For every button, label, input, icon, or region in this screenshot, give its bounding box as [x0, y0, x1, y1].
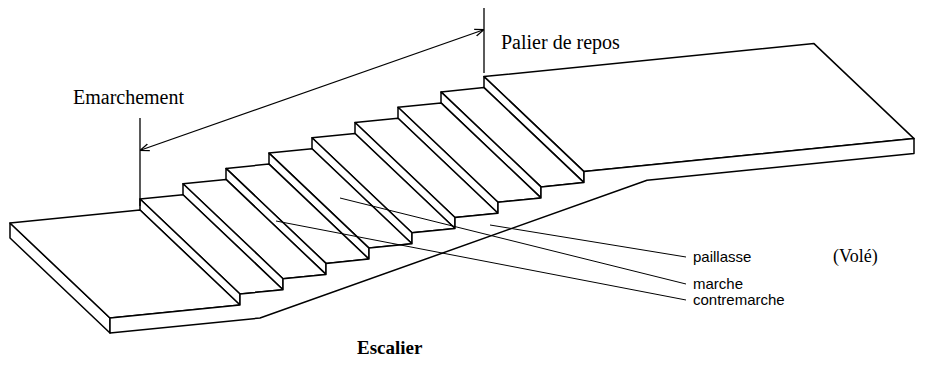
- leader-line: [276, 221, 686, 300]
- landing-top: [10, 210, 240, 318]
- leader-lines: [276, 198, 686, 300]
- part-label: (Volé): [832, 247, 879, 267]
- figure-caption: Escalier: [356, 338, 423, 359]
- dimension-arrow: [141, 30, 483, 150]
- dimension-label: Emarchement: [72, 86, 185, 108]
- extension-line: [483, 8, 484, 73]
- dimension-lines: [140, 8, 484, 206]
- part-label: Palier de repos: [500, 31, 621, 53]
- stair-body: [10, 44, 914, 333]
- leader-line: [490, 225, 686, 257]
- stair-side-face: [110, 139, 914, 333]
- leader-line: [340, 198, 686, 284]
- part-label: paillasse: [692, 249, 752, 266]
- part-label: marche: [692, 276, 744, 293]
- extension-line: [139, 118, 140, 206]
- part-label: contremarche: [692, 292, 786, 309]
